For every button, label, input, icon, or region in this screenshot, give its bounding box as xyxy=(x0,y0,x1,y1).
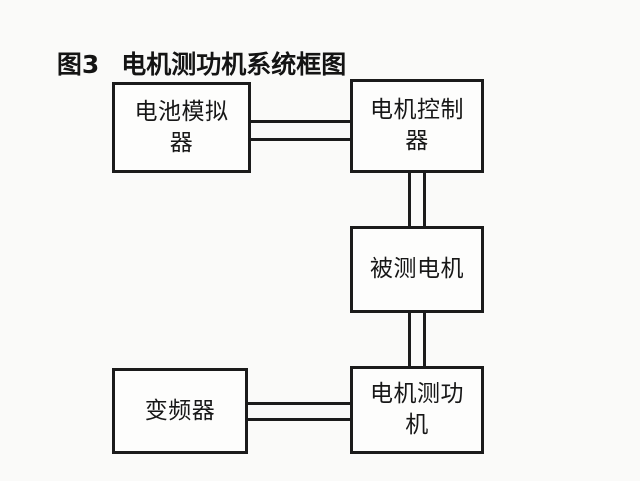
figure-number: 3 xyxy=(81,50,100,79)
node-motor-under-test: 被测电机 xyxy=(350,226,484,313)
node-label-inverter: 变频器 xyxy=(144,397,216,424)
connector-battery-sim-to-motor-controller-line-1 xyxy=(244,120,356,123)
node-inverter: 变频器 xyxy=(112,368,248,454)
node-label-motor-under-test: 被测电机 xyxy=(370,256,464,282)
connector-motor-controller-to-motor-under-test-line-2 xyxy=(423,168,426,230)
node-battery-simulator: 电池模拟 器 xyxy=(112,82,251,173)
figure-label: 图 xyxy=(56,50,82,79)
connector-inverter-to-dynamometer-line-1 xyxy=(242,402,354,405)
connector-battery-sim-to-motor-controller-line-2 xyxy=(244,138,356,141)
node-motor-controller: 电机控制 器 xyxy=(350,79,484,173)
connector-motor-under-test-to-dynamometer-line-1 xyxy=(408,308,411,370)
node-label-dynamometer: 电机测功 机 xyxy=(370,381,464,438)
connector-motor-under-test-to-dynamometer-line-2 xyxy=(423,308,426,370)
node-label-motor-controller: 电机控制 器 xyxy=(370,97,464,154)
figure-title: 图3 电机测功机系统框图 xyxy=(22,14,346,116)
node-label-battery-simulator: 电池模拟 器 xyxy=(134,98,229,156)
figure-title-text: 电机测功机系统框图 xyxy=(121,50,347,79)
node-dynamometer: 电机测功 机 xyxy=(350,366,484,454)
connector-inverter-to-dynamometer-line-2 xyxy=(242,418,354,421)
connector-motor-controller-to-motor-under-test-line-1 xyxy=(408,168,411,230)
